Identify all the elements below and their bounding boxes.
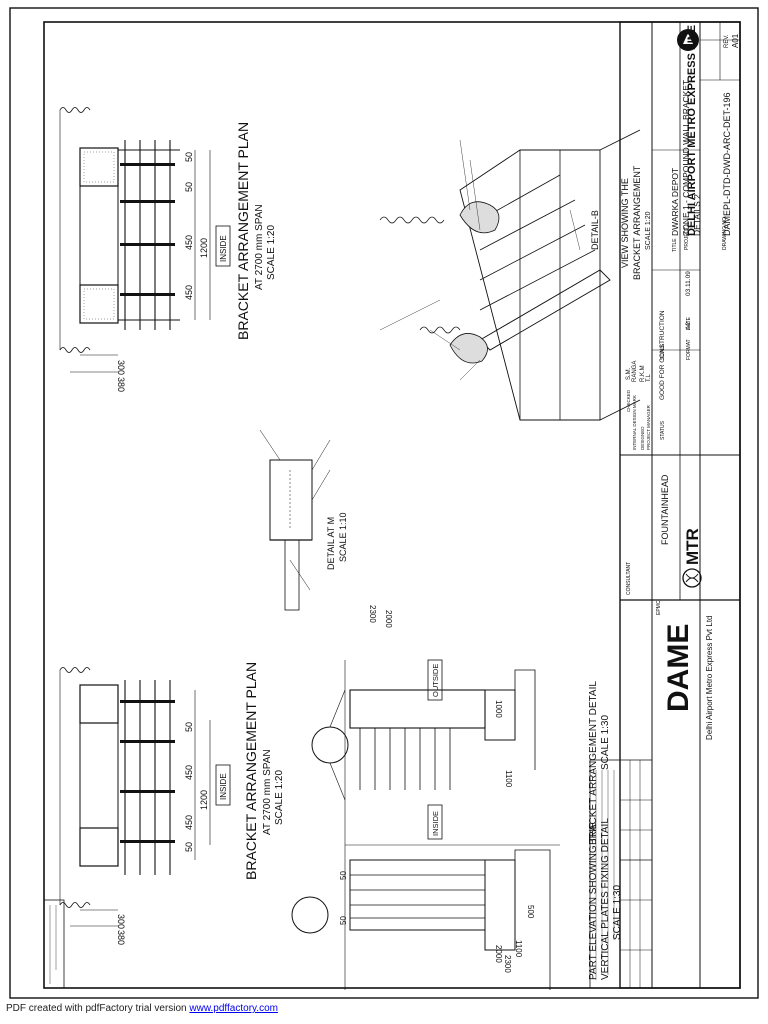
bracket-detail: 2300 2000 1000 1100 OUTSIDE INSIDE BRACK… — [311, 605, 611, 990]
plan-top-dim-1200: 1200 — [199, 238, 209, 258]
pdf-footer: PDF created with pdfFactory trial versio… — [6, 1003, 278, 1014]
plan-bottom-scale: SCALE 1:20 — [274, 770, 285, 825]
date-label: DATE — [686, 316, 692, 330]
plan-top-dim-450-a: 450 — [184, 235, 194, 250]
part-elevation-title-2: VERTICAL PLATES FIXING DETAIL — [600, 818, 611, 980]
view-bracket-scale: SCALE 1:20 — [645, 211, 652, 250]
internal-design-mark-value: RANGA — [632, 361, 638, 382]
bracket-detail-dim-2000: 2000 — [384, 610, 393, 628]
plan-bottom-dim-50-a: 50 — [184, 722, 194, 732]
plan-top-dim-300: 300 — [116, 360, 126, 375]
status-label: STATUS — [660, 420, 666, 440]
internal-design-mark-label: INTERNAL DESIGN MARK — [632, 395, 637, 450]
rev-value: A01 — [731, 33, 740, 48]
bracket-3d-view: DETAIL-B VIEW SHOWING THE BRACKET ARRANG… — [379, 129, 652, 421]
title-block: REV. A01 PROJECT DELHI AIRPORT METRO EXP… — [619, 21, 741, 989]
dame-full-name: Delhi Airport Metro Express Pvt Ltd — [705, 616, 714, 741]
bracket-detail-scale: SCALE 1:30 — [600, 715, 611, 770]
project-label: PROJECT — [684, 227, 690, 250]
mtr-logo-text: MTR — [683, 528, 702, 565]
plan-bottom-dim-450-a: 450 — [184, 765, 194, 780]
detail-m-scale: SCALE 1:10 — [338, 512, 348, 562]
plan-bottom-dim-450-b: 450 — [184, 815, 194, 830]
plan-top-span: AT 2700 mm SPAN — [254, 204, 265, 290]
title-line-1: DWARKA DEPOT — [670, 168, 680, 236]
revision-table — [620, 760, 652, 988]
plan-top: 50 450 450 50 1200 300 380 INSIDE BRACKE… — [59, 107, 277, 392]
bracket-detail-dim-1000: 1000 — [494, 700, 503, 718]
detail-m: DETAIL AT M SCALE 1:10 — [259, 429, 348, 611]
plan-top-dim-50-a: 50 — [184, 182, 194, 192]
plan-bottom-dim-380: 380 — [116, 930, 126, 945]
plan-top-dim-50-b: 50 — [184, 152, 194, 162]
rev-label: REV. — [724, 34, 730, 48]
plan-top-dim-450-b: 450 — [184, 285, 194, 300]
bracket-detail-dim-2300: 2300 — [368, 605, 377, 623]
dame-logo: DAME — [662, 624, 695, 712]
designed-label: DESIGNED — [640, 426, 645, 450]
plan-bottom-span: AT 2700 mm SPAN — [262, 749, 273, 835]
sheet-outer-border — [9, 7, 759, 999]
title-line-3: DETAILS 2 — [692, 194, 702, 236]
drawing-number: DAMEPL-DTD-DWD-ARC-DET-196 — [722, 92, 732, 236]
epmc-label: EPMC — [656, 600, 662, 615]
designed-value: R.K.M — [640, 365, 646, 382]
part-elevation-dim-50-a: 50 — [339, 871, 348, 880]
plan-top-inside-label: INSIDE — [219, 235, 228, 262]
part-elevation-dim-2300: 2300 — [503, 955, 512, 973]
part-elevation-dim-50-b: 50 — [339, 916, 348, 925]
bracket-detail-dim-1100: 1100 — [504, 770, 513, 788]
consultant-label: CONSULTANT — [626, 562, 632, 595]
part-elevation-dim-2000: 2000 — [494, 945, 503, 963]
title-line-2: ZONE 1 - COMPOUND WALL BRACKET — [681, 80, 691, 236]
plan-bottom-dim-300: 300 — [116, 914, 126, 929]
part-elevation-scale: SCALE 1:30 — [612, 885, 623, 940]
plan-bottom-inside-label: INSIDE — [219, 773, 228, 800]
project-manager-value: T.L — [646, 373, 652, 382]
view-bracket-title-2: BRACKET ARRANGEMENT — [632, 165, 642, 280]
bracket-detail-outside-label: OUTSIDE — [431, 664, 440, 697]
mtr-logo-icon — [682, 568, 702, 588]
date-value: 03.11.09 — [685, 271, 692, 296]
plan-top-dim-380: 380 — [116, 377, 126, 392]
plan-top-title: BRACKET ARRANGEMENT PLAN — [235, 122, 251, 340]
part-elevation-dim-500: 500 — [526, 905, 535, 919]
project-name: DELHI AIRPORT METRO EXPRESS LINE — [686, 25, 698, 236]
part-elevation-dim-1100: 1100 — [514, 940, 523, 958]
format-value: A2 — [685, 322, 692, 330]
footer-text: PDF created with pdfFactory trial versio… — [6, 1003, 187, 1014]
plan-bottom-dim-50-b: 50 — [184, 842, 194, 852]
bracket-detail-inside-label: INSIDE — [431, 811, 440, 836]
checked-value: S.M. — [626, 367, 632, 380]
footer-link[interactable]: www.pdffactory.com — [189, 1003, 278, 1014]
part-elevation: 2300 2000 1100 500 50 50 PART ELEVATION … — [291, 818, 623, 990]
plan-top-scale: SCALE 1:20 — [266, 225, 277, 280]
view-bracket-title-1: VIEW SHOWING THE — [620, 178, 630, 268]
detail-b-title: DETAIL-B — [590, 210, 600, 250]
bracket-detail-title: BRACKET ARRANGEMENT DETAIL — [588, 681, 599, 845]
status-value: GOOD FOR CONSTRUCTION — [659, 310, 666, 400]
notes-area — [43, 759, 621, 989]
scale-label: SCALE — [660, 343, 666, 360]
detail-m-title: DETAIL AT M — [326, 517, 336, 570]
title-label: TITLE — [672, 238, 678, 252]
plan-bottom-title: BRACKET ARRANGEMENT PLAN — [243, 662, 259, 880]
format-label: FORMAT — [686, 339, 692, 360]
drawing-label: DRAWING NO. — [722, 216, 728, 250]
consultant-name: FOUNTAINHEAD — [660, 474, 670, 545]
plan-bottom: 50 450 450 50 1200 300 380 INSIDE BRACKE… — [59, 662, 285, 945]
project-manager-label: PROJECT MANAGER — [646, 404, 651, 450]
plan-bottom-dim-1200: 1200 — [199, 790, 209, 810]
checked-label: CHECKED — [626, 389, 631, 412]
part-elevation-title-1: PART ELEVATION SHOWING THE — [588, 822, 599, 980]
